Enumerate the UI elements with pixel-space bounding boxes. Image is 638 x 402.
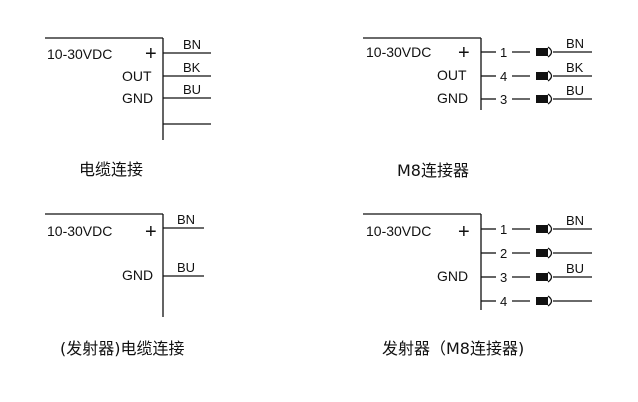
pin-3-number: 3 <box>500 92 507 107</box>
gnd-label: GND <box>122 90 153 106</box>
caption: 发射器（M8连接器) <box>382 339 524 358</box>
caption: M8连接器 <box>397 161 469 180</box>
pin-4-connector-icon <box>536 297 548 305</box>
pin-1-connector-cup <box>547 223 553 235</box>
pin-1-connector-cup <box>547 46 553 58</box>
pin-1-number: 1 <box>500 222 507 237</box>
pin-3-connector-icon <box>536 273 548 281</box>
gnd-label: GND <box>437 268 468 284</box>
plus-sign: + <box>458 221 470 243</box>
pin-2-connector-cup <box>547 247 553 259</box>
gnd-label: GND <box>437 90 468 106</box>
pin-1-number: 1 <box>500 45 507 60</box>
pin-3-connector-cup <box>547 271 553 283</box>
pin-3-number: 3 <box>500 270 507 285</box>
caption: 电缆连接 <box>79 160 143 179</box>
pin-3-wire-label: BU <box>566 261 584 276</box>
out-label: OUT <box>122 68 152 84</box>
wire-bu-label: BU <box>177 260 195 275</box>
pin-1-wire-label: BN <box>566 213 584 228</box>
wire-bn-label: BN <box>183 37 201 52</box>
pin-3-connector-icon <box>536 95 548 103</box>
out-label: OUT <box>437 67 467 83</box>
diagram-emitter-m8-connector: 10-30VDC + GND 1 BN 2 3 BU 4 发射器（M8连接器) <box>363 213 592 358</box>
pin-2-number: 2 <box>500 246 507 261</box>
pin-4-connector-cup <box>547 295 553 307</box>
supply-label: 10-30VDC <box>47 46 112 62</box>
pin-1-connector-icon <box>536 48 548 56</box>
pin-4-number: 4 <box>500 69 507 84</box>
caption: (发射器)电缆连接 <box>60 339 185 358</box>
supply-label: 10-30VDC <box>47 223 112 239</box>
pin-4-connector-icon <box>536 72 548 80</box>
diagram-cable-connection: 10-30VDC + OUT GND BN BK BU 电缆连接 <box>45 37 211 179</box>
pin-2-connector-icon <box>536 249 548 257</box>
pin-4-connector-cup <box>547 70 553 82</box>
pin-4-wire-label: BK <box>566 60 584 75</box>
pin-3-wire-label: BU <box>566 83 584 98</box>
diagram-emitter-cable-connection: 10-30VDC + GND BN BU (发射器)电缆连接 <box>45 212 204 358</box>
supply-label: 10-30VDC <box>366 223 431 239</box>
pin-1-wire-label: BN <box>566 36 584 51</box>
supply-label: 10-30VDC <box>366 44 431 60</box>
wire-bk-label: BK <box>183 60 201 75</box>
plus-sign: + <box>458 42 470 64</box>
pin-3-connector-cup <box>547 93 553 105</box>
plus-sign: + <box>145 221 157 243</box>
diagram-m8-connector: 10-30VDC + OUT GND 1 BN 4 BK 3 BU M8连接器 <box>363 36 592 180</box>
wire-bn-label: BN <box>177 212 195 227</box>
wire-bu-label: BU <box>183 82 201 97</box>
pin-1-connector-icon <box>536 225 548 233</box>
plus-sign: + <box>145 43 157 65</box>
gnd-label: GND <box>122 267 153 283</box>
pin-4-number: 4 <box>500 294 507 309</box>
